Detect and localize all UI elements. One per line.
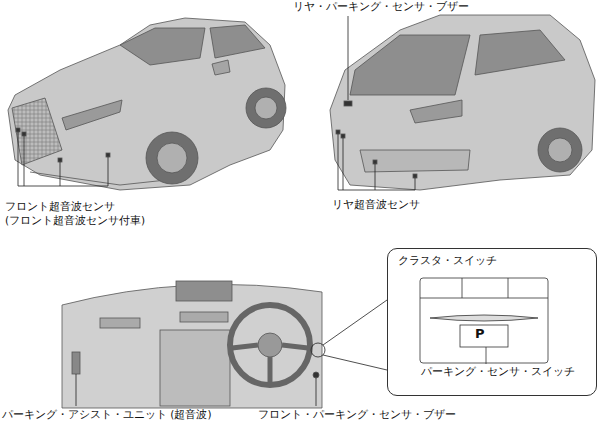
dashboard-leaders xyxy=(76,300,387,406)
box-heading: クラスタ・スイッチ xyxy=(398,254,497,268)
front-car xyxy=(8,18,286,190)
dashboard xyxy=(62,281,325,408)
callout-box: クラスタ・スイッチパーキング・センサ・スイッチ xyxy=(387,248,597,396)
rear-leaders xyxy=(338,16,415,190)
switch-symbol: P xyxy=(475,327,485,340)
part-name: リヤ超音波センサ xyxy=(332,198,420,212)
rear-car xyxy=(330,15,595,190)
switch-panel xyxy=(420,278,548,364)
part-name: パーキング・アシスト・ユニット (超音波) xyxy=(2,408,212,422)
front-sensor-leaders xyxy=(18,132,108,186)
part-name: パーキング・センサ・スイッチ xyxy=(421,365,575,379)
part-name: フロント・パーキング・センサ・ブザー xyxy=(258,408,456,422)
part-name: リヤ・パーキング・センサ・ブザー xyxy=(293,0,469,14)
part-name: フロント超音波センサ (フロント超音波センサ付車) xyxy=(5,200,155,227)
